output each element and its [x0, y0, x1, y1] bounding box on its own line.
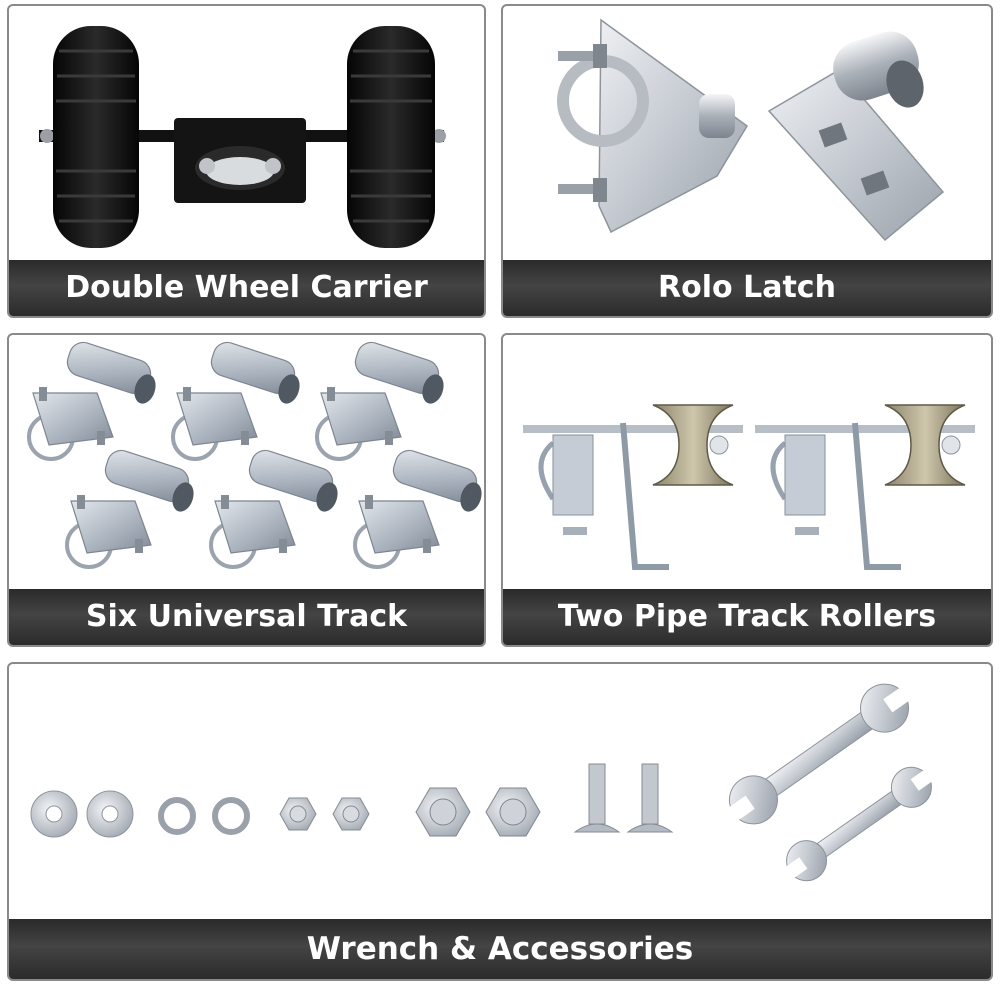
- washer-icon: [30, 790, 134, 838]
- double-wheel-carrier-icon: [39, 26, 446, 248]
- panel-rolo-latch: Rolo Latch: [501, 4, 993, 318]
- lock-washer-icon: [158, 797, 250, 835]
- panel-caption: Wrench & Accessories: [9, 919, 991, 979]
- panel-caption: Rolo Latch: [503, 260, 991, 316]
- nut-icon: [279, 797, 370, 831]
- pipe-track-roller-icon: [503, 335, 991, 595]
- panel-track-brackets: Six Universal Track Brackets: [7, 333, 486, 647]
- panel-caption: Six Universal Track Brackets: [9, 589, 484, 645]
- rolo-latch-icon: [557, 18, 945, 242]
- panel-caption: Double Wheel Carrier: [9, 260, 484, 316]
- panel-pipe-rollers: Two Pipe Track Rollers: [501, 333, 993, 647]
- panel-accessories: Wrench & Accessories: [7, 662, 993, 981]
- track-bracket-icon: [27, 336, 484, 569]
- bolt-icon: [573, 763, 674, 833]
- accessories-icon: [30, 683, 937, 882]
- large-nut-icon: [415, 787, 541, 837]
- wrench-icon: [724, 683, 937, 882]
- panel-caption: Two Pipe Track Rollers: [503, 589, 991, 645]
- panel-double-wheel-carrier: Double Wheel Carrier: [7, 4, 486, 318]
